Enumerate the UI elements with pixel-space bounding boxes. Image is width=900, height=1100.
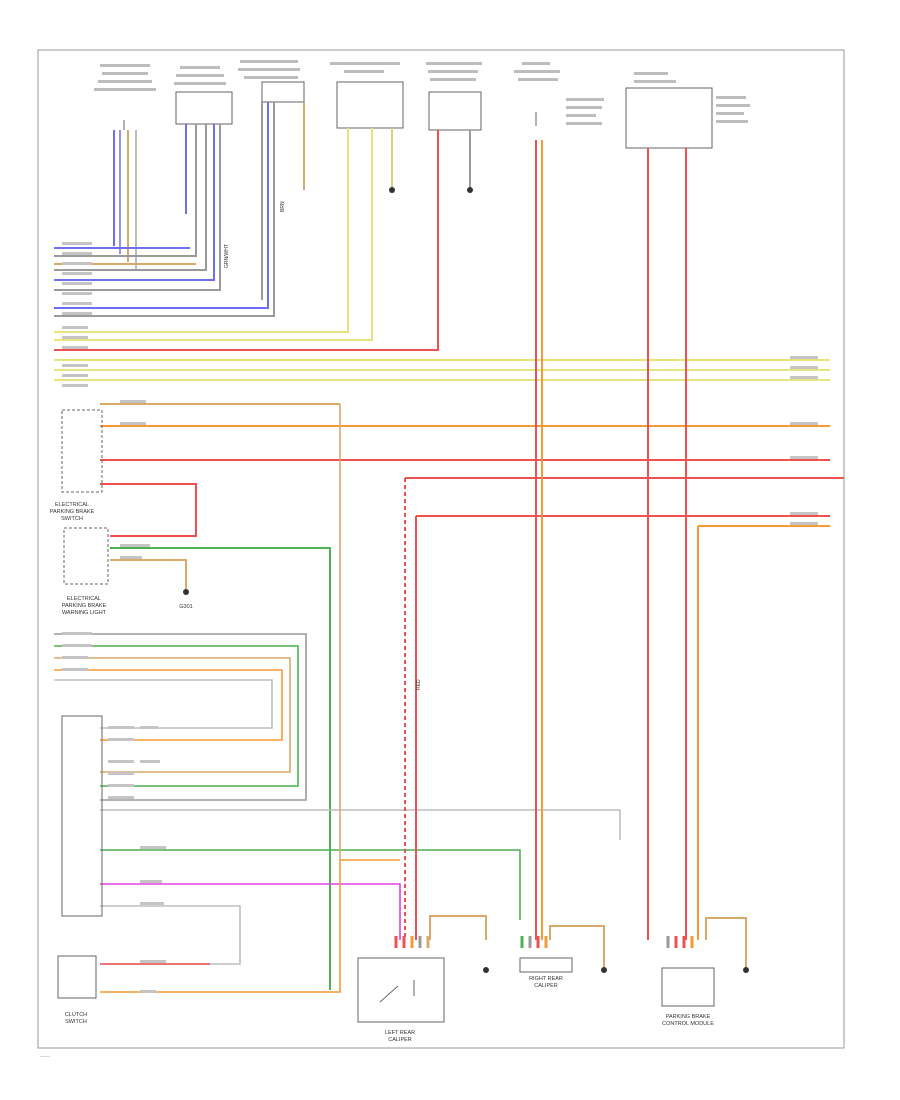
svg-text:BRN: BRN	[280, 201, 286, 212]
ground-icon	[389, 187, 395, 193]
ground-symbols	[183, 187, 749, 973]
component-box-2	[261, 81, 305, 103]
component-box-5	[625, 87, 713, 149]
ground-icon	[467, 187, 473, 193]
park-ctrl-module-box	[61, 715, 103, 917]
component-box-4	[428, 91, 482, 131]
top-components	[123, 81, 713, 149]
clutch-switch-box	[57, 955, 97, 999]
left-components	[57, 409, 109, 999]
wire-code-labels: RED BRN GRN/WHT	[224, 201, 422, 690]
ground-label: G301	[179, 604, 192, 610]
vertical-trunks	[404, 140, 747, 968]
horizontal-buses	[54, 247, 844, 990]
ebrake-light-box	[63, 527, 109, 585]
module-wire-loops	[54, 404, 621, 993]
ground-icon	[183, 589, 189, 595]
connector-pins	[394, 936, 694, 948]
wire-annotation-bars	[62, 242, 818, 993]
footer-ref: ·····	[40, 1054, 50, 1060]
diagram-frame	[37, 49, 845, 1049]
control-module-box	[661, 967, 715, 1007]
bottom-components	[357, 957, 715, 1023]
ground-icon	[483, 967, 489, 973]
svg-text:RED: RED	[416, 679, 422, 690]
ground-icon	[601, 967, 607, 973]
rr-caliper-box	[519, 957, 573, 973]
component-box-3	[336, 81, 404, 129]
top-label-blocks	[94, 60, 750, 125]
lr-caliper-box	[357, 957, 445, 1023]
svg-text:GRN/WHT: GRN/WHT	[224, 244, 230, 268]
ground-icon	[743, 967, 749, 973]
top-vertical-wires	[54, 102, 471, 351]
component-box-1	[175, 91, 233, 125]
ebrake-switch-box	[61, 409, 103, 493]
